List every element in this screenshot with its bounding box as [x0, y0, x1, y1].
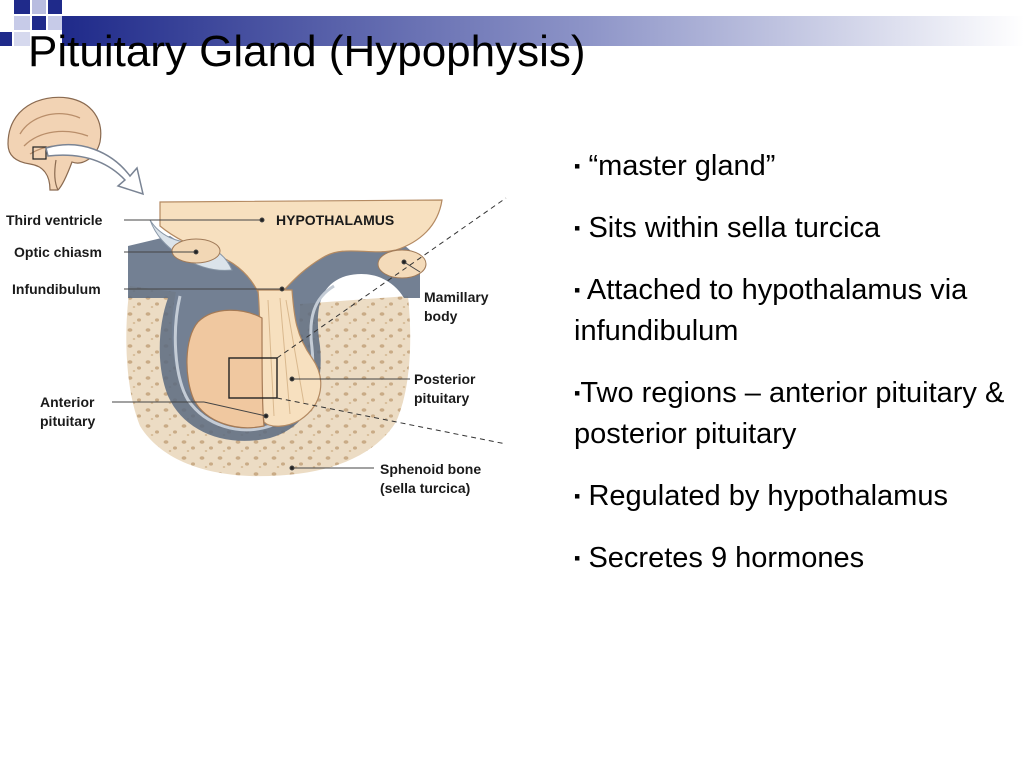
projection-line	[276, 197, 507, 359]
bullet-marker-icon: ▪	[574, 486, 581, 506]
bullet-text: Sits within sella turcica	[580, 212, 881, 244]
bullet-list: ▪ “master gland” ▪ Sits within sella tur…	[574, 146, 1014, 600]
label-hypothalamus: HYPOTHALAMUS	[276, 212, 394, 228]
bullet-item: ▪ “master gland”	[574, 146, 1014, 187]
bullet-marker-icon: ▪	[574, 218, 581, 238]
header-square	[14, 16, 30, 30]
bullet-item: ▪ Sits within sella turcica	[574, 208, 1014, 249]
bullet-marker-icon: ▪	[574, 280, 581, 300]
bullet-item: ▪ Secretes 9 hormones	[574, 538, 1014, 579]
bullet-text: Attached to hypothalamus via infundibulu…	[574, 274, 968, 347]
bullet-marker-icon: ▪	[574, 548, 581, 568]
bullet-item: ▪ Attached to hypothalamus via infundibu…	[574, 270, 1014, 352]
label-optic-chiasm: Optic chiasm	[14, 244, 102, 260]
bullet-item: ▪Two regions – anterior pituitary & post…	[574, 373, 1014, 455]
projection-line	[276, 397, 507, 445]
fossa-lining	[173, 284, 335, 432]
brain-thumbnail	[7, 96, 102, 191]
header-square	[48, 16, 62, 30]
bullet-marker-icon: ▪	[574, 156, 581, 176]
label-mamillary-body: Mamillary body	[424, 289, 492, 324]
header-square	[14, 32, 30, 46]
header-square	[14, 0, 30, 14]
header-square	[32, 0, 46, 14]
pituitary-diagram: Third ventricle HYPOTHALAMUS Optic chias…	[6, 96, 507, 496]
label-sphenoid-bone: Sphenoid bone (sella turcica)	[380, 461, 485, 496]
magnification-box	[228, 357, 278, 399]
header-square	[32, 16, 46, 30]
bullet-marker-icon: ▪	[574, 383, 581, 403]
header-square	[48, 0, 62, 14]
zoom-arrow	[45, 144, 145, 196]
bullet-text: “master gland”	[580, 150, 776, 182]
label-anterior-pituitary: Anterior pituitary	[40, 394, 98, 429]
header-decoration	[0, 0, 1024, 46]
bullet-text: Secretes 9 hormones	[580, 542, 865, 574]
mamillary-body	[377, 249, 427, 279]
bullet-item: ▪ Regulated by hypothalamus	[574, 476, 1014, 517]
header-square	[0, 32, 12, 46]
thumbnail-focus-box	[32, 146, 47, 160]
bullet-text: Regulated by hypothalamus	[580, 480, 948, 512]
label-posterior-pituitary: Posterior pituitary	[414, 371, 479, 406]
label-third-ventricle: Third ventricle	[6, 212, 103, 228]
header-bar	[62, 16, 1024, 46]
bullet-text: Two regions – anterior pituitary & poste…	[574, 377, 1005, 450]
slide-title: Pituitary Gland (Hypophysis)	[28, 27, 586, 76]
label-infundibulum: Infundibulum	[12, 281, 101, 297]
